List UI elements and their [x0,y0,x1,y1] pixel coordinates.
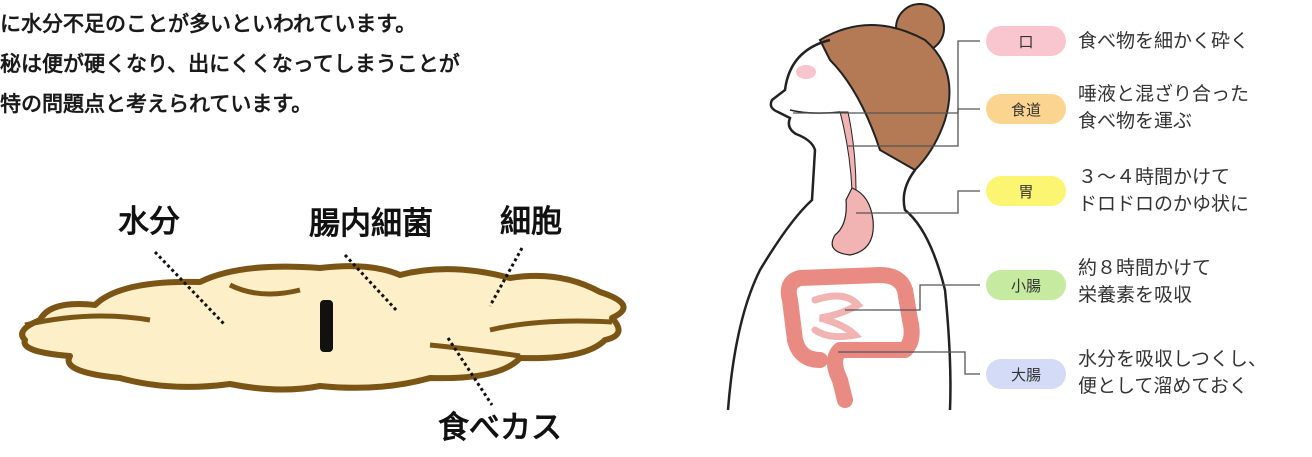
connector-stomach [856,191,980,213]
desc-line: 食べ物を運ぶ [1078,108,1249,135]
small-intestine [815,296,858,337]
organ-badge-stomach: 胃 [986,176,1066,206]
desc-line: 水分を吸収しつくし、 [1078,346,1267,373]
desc-line: ドロドロのかゆ状に [1078,191,1249,218]
desc-line: 約８時間かけて [1078,255,1211,282]
organ-desc-large-intestine: 水分を吸収しつくし、 便として溜めておく [1078,346,1267,400]
organ-desc-esophagus: 唾液と混ざり合った 食べ物を運ぶ [1078,81,1249,135]
cheek [796,65,816,79]
desc-line: 栄養素を吸収 [1078,282,1211,309]
organ-badge-small-intestine: 小腸 [986,270,1066,300]
desc-line: 唾液と混ざり合った [1078,81,1249,108]
organ-desc-small-intestine: 約８時間かけて 栄養素を吸収 [1078,255,1211,309]
stomach [832,188,873,255]
desc-line: 食べ物を細かく砕く [1078,28,1249,55]
desc-line: ３～４時間かけて [1078,164,1249,191]
hair [820,25,950,170]
esophagus [840,112,856,190]
organ-desc-mouth: 食べ物を細かく砕く [1078,28,1249,55]
human-figure [728,4,950,410]
organ-badge-large-intestine: 大腸 [986,359,1066,389]
organ-badge-mouth: 口 [986,26,1066,56]
organ-desc-stomach: ３～４時間かけて ドロドロのかゆ状に [1078,164,1249,218]
desc-line: 便として溜めておく [1078,373,1267,400]
organ-badge-esophagus: 食道 [986,94,1066,124]
